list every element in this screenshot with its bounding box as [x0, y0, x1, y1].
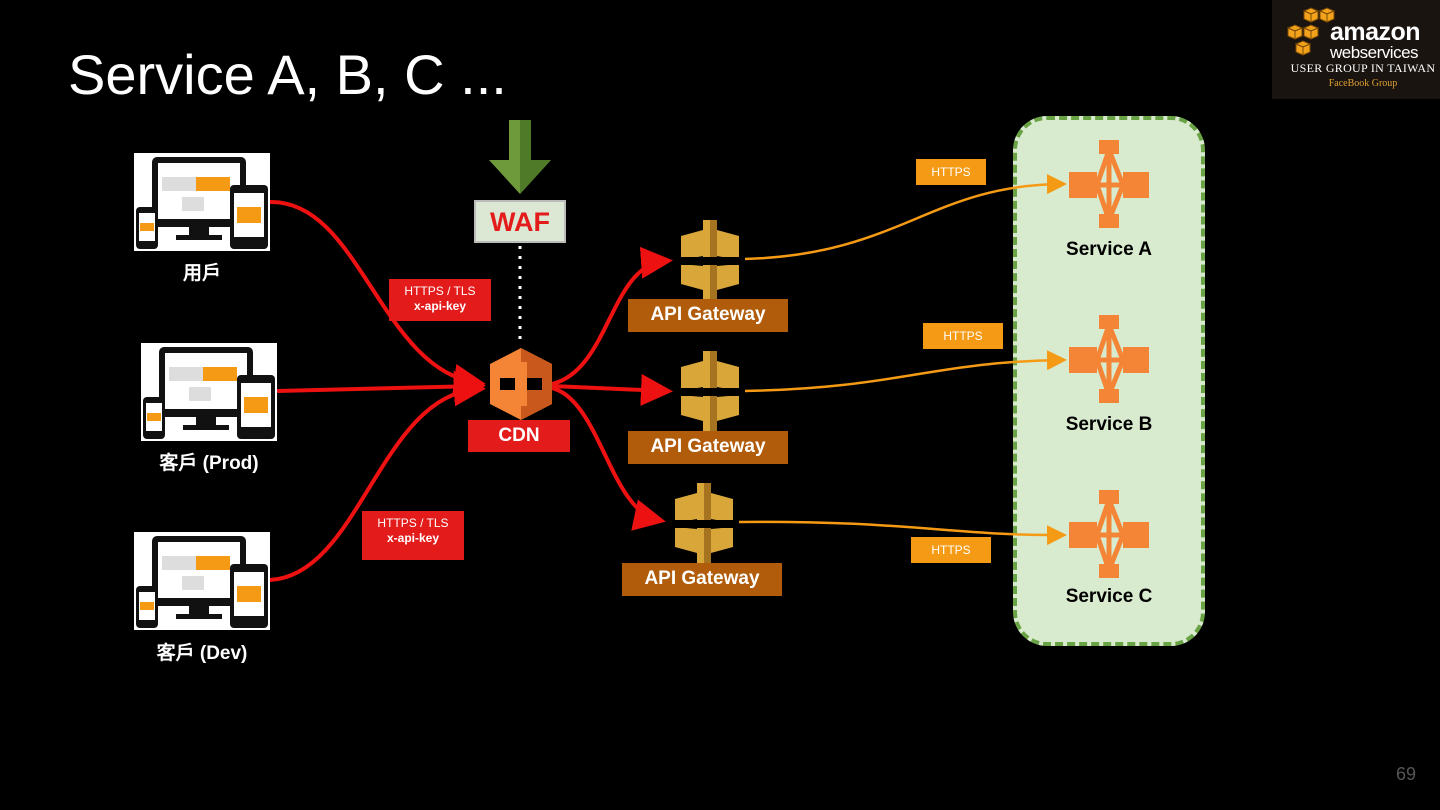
multi-device-icon	[136, 536, 268, 628]
logo-brand: amazon	[1330, 18, 1421, 46]
api-gateway-icon-3	[669, 483, 739, 563]
flow-gateway-to-service-a	[743, 174, 1067, 261]
tls-tag-top-line1: HTTPS / TLS	[404, 284, 476, 298]
api-gateway-label-2: API Gateway	[628, 431, 788, 464]
flow-cdn-to-gateway-2	[551, 373, 673, 406]
flow-dev-to-cdn	[269, 374, 486, 582]
logo-webservices: webservices	[1330, 43, 1419, 62]
logo-user-group: USER GROUP IN TAIWAN	[1290, 61, 1436, 75]
tls-tag-top: HTTPS / TLS x-api-key	[389, 279, 491, 321]
api-gateway-label-1: API Gateway	[628, 299, 788, 332]
service-b-label: Service B	[1065, 414, 1153, 435]
flow-prod-to-cdn	[276, 370, 486, 403]
cloudfront-icon	[490, 348, 552, 420]
waf-down-arrow-icon	[489, 120, 551, 194]
flow-gateway-to-service-c	[737, 520, 1067, 546]
flow-cdn-to-gateway-3	[551, 386, 666, 531]
aws-user-group-logo: amazon webservices USER GROUP IN TAIWAN …	[1272, 0, 1440, 99]
client-label-user: 用戶	[182, 263, 221, 284]
tls-tag-top-line2: x-api-key	[413, 299, 467, 313]
waf-label: WAF	[474, 200, 566, 243]
service-a-icon	[1069, 140, 1149, 228]
api-gateway-label-3: API Gateway	[622, 563, 782, 596]
tls-tag-bottom-line2: x-api-key	[386, 531, 440, 545]
https-tag-a: HTTPS	[916, 159, 986, 185]
multi-device-icon	[136, 157, 268, 249]
api-gateway-icon-2	[675, 351, 745, 431]
cdn-label: CDN	[468, 420, 570, 452]
page-number: 69	[1396, 764, 1417, 784]
service-c-label: Service C	[1065, 586, 1153, 607]
service-c-icon	[1069, 490, 1149, 578]
multi-device-icon	[143, 347, 275, 439]
tls-tag-bottom-line1: HTTPS / TLS	[377, 516, 449, 530]
service-a-label: Service A	[1066, 239, 1152, 260]
device-icon-dev	[134, 532, 270, 630]
api-gateway-icon-1	[675, 220, 745, 300]
flow-cdn-to-gateway-1	[551, 246, 673, 386]
aws-cubes-icon	[1286, 7, 1336, 56]
client-label-dev: 客戶 (Dev)	[156, 643, 248, 664]
flow-gateway-to-service-b	[743, 350, 1067, 393]
https-tag-c: HTTPS	[911, 537, 991, 563]
https-tag-b: HTTPS	[923, 323, 1003, 349]
slide-title: Service A, B, C ...	[68, 43, 507, 106]
tls-tag-bottom: HTTPS / TLS x-api-key	[362, 511, 464, 560]
device-icon-user	[134, 153, 270, 251]
client-label-prod: 客戶 (Prod)	[159, 453, 259, 474]
service-b-icon	[1069, 315, 1149, 403]
device-icon-prod	[141, 343, 277, 441]
flow-user-to-cdn	[269, 199, 486, 396]
logo-facebook-group: FaceBook Group	[1328, 78, 1398, 89]
